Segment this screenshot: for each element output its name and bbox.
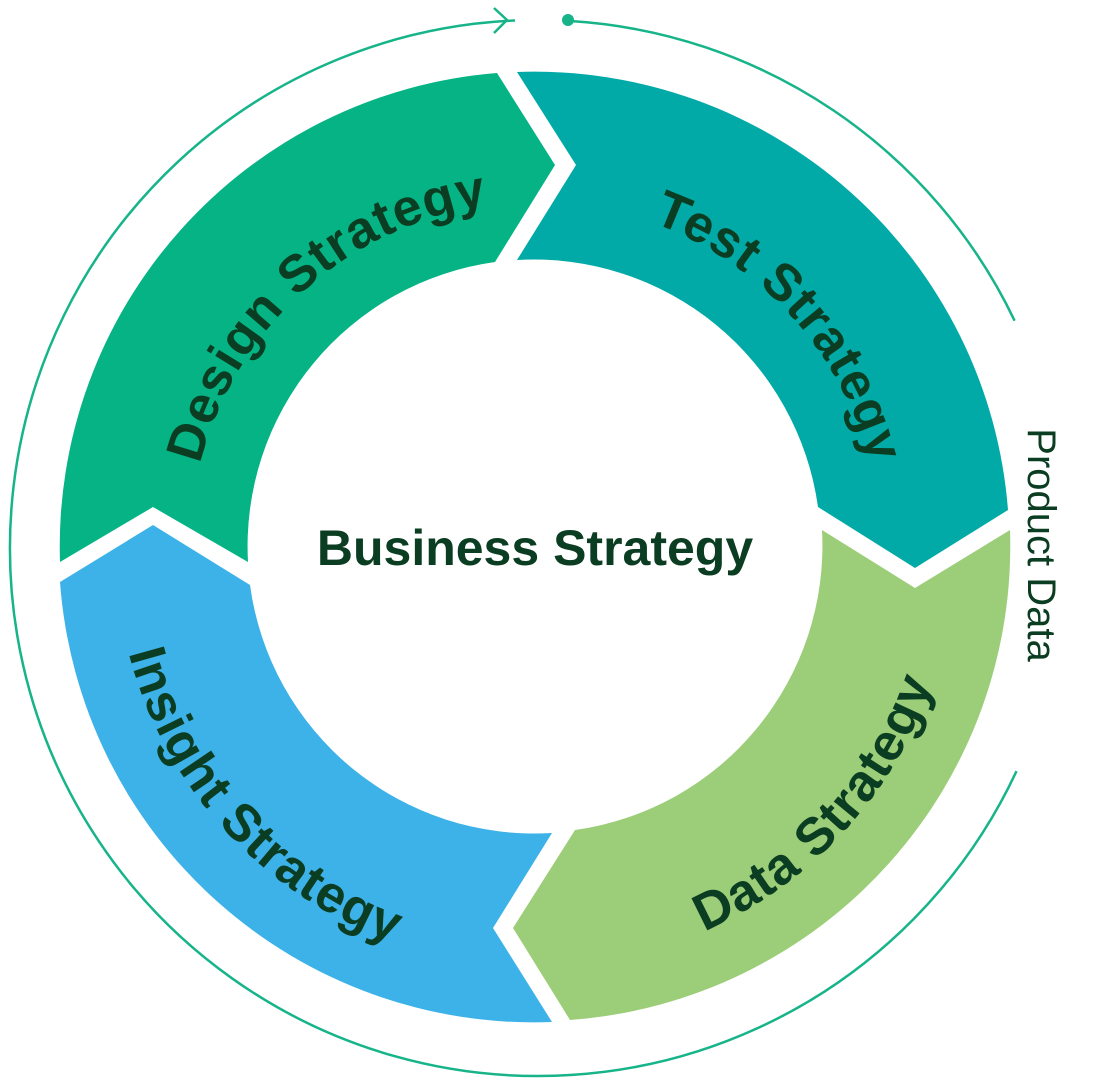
outer-cycle-start-dot-icon (562, 14, 574, 26)
segment-test-strategy (517, 71, 1008, 568)
outer-cycle-arc-left (8, 19, 1018, 1078)
center-business-strategy-label: Business Strategy (317, 520, 753, 576)
segment-insight-strategy (60, 525, 552, 1023)
outer-cycle-arrowhead-icon (493, 7, 509, 34)
outer-cycle-arc-right (570, 19, 1016, 322)
product-data-label: Product Data (1019, 428, 1063, 662)
segment-data-strategy (513, 530, 1011, 1020)
segment-design-strategy (59, 73, 555, 562)
